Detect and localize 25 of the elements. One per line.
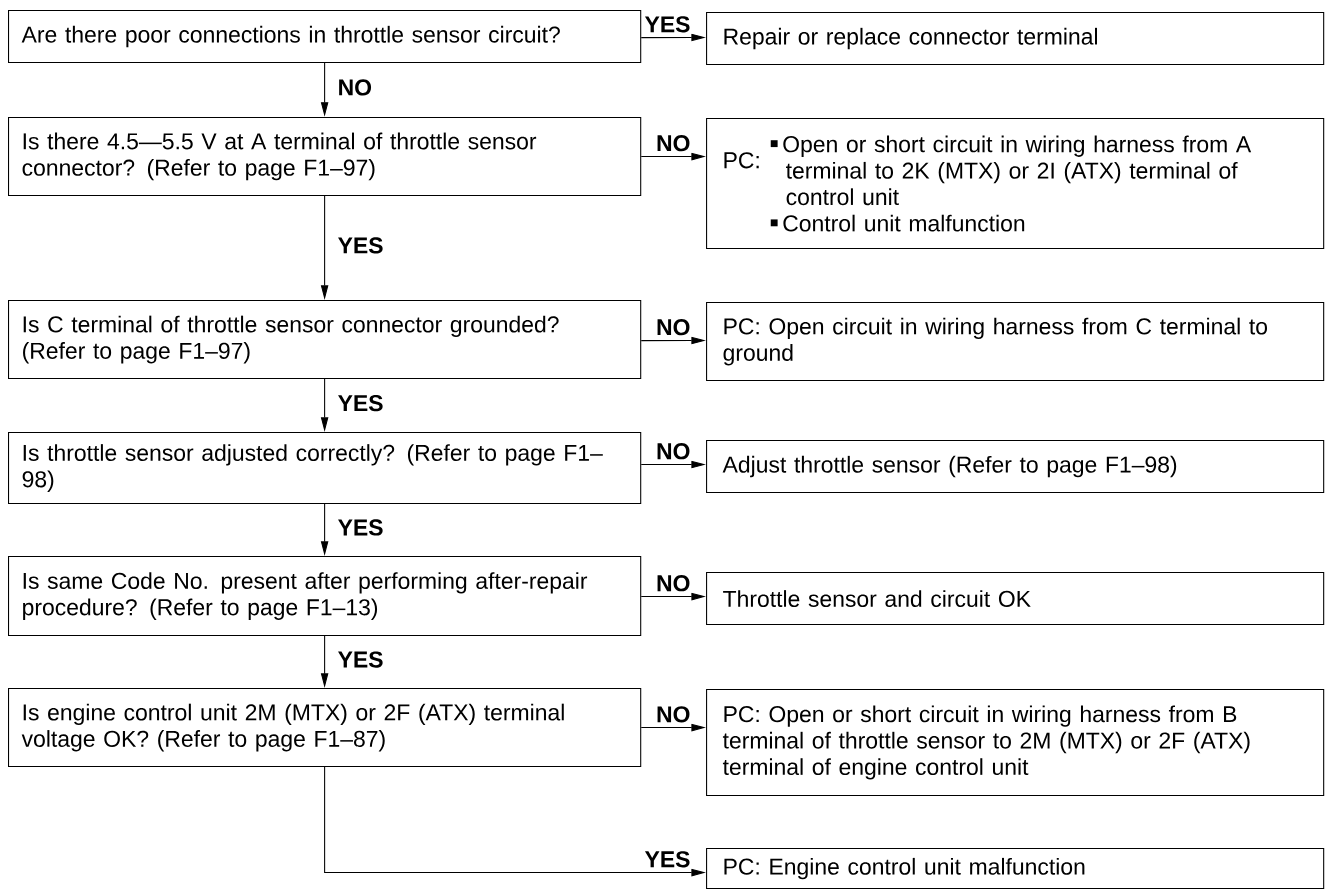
edge-label: YES [336, 650, 385, 669]
answer-box: Throttle sensor and circuit OK [706, 572, 1325, 626]
edge-label: YES [336, 393, 385, 413]
answer-box: Adjust throttle sensor (Refer to page F1–98) [706, 440, 1325, 494]
edge-label: NO [654, 704, 692, 724]
question-box: Is there 4.5—5.5 V at A terminal of throttle sensor connector? (Refer to page F1–97) [8, 116, 642, 196]
edge-label: NO [654, 133, 692, 153]
edge-label: NO [654, 441, 692, 461]
question-box: Is same Code No. present after performing after-repair procedure? (Refer to page F1–13) [8, 556, 642, 636]
edge-label: YES [336, 518, 385, 537]
answer-box: PC: Open circuit in wiring harness from C terminal to ground [706, 302, 1325, 382]
answer-box: PC: Engine control unit malfunction [706, 848, 1325, 890]
question-box: Are there poor connections in throttle sensor circuit? [8, 9, 642, 64]
edge-label: YES [336, 236, 385, 255]
edge-label: YES [643, 14, 692, 34]
answer-box: PC: Open or short circuit in wiring harness from B terminal of throttle sensor to 2M (MTX) or 2F (ATX) terminal of engine control unit [706, 688, 1325, 797]
edge-label: NO [654, 317, 692, 337]
question-box: Is C terminal of throttle sensor connector grounded? (Refer to page F1–97) [8, 300, 642, 380]
answer-box: PC: Open or short circuit in wiring harness from A terminal to 2K (MTX) or 2I (ATX) terminal of control unit Control unit malfunction [706, 118, 1325, 250]
question-box: Is engine control unit 2M (MTX) or 2F (ATX) terminal voltage OK? (Refer to page F1–87) [8, 688, 642, 768]
question-box: Is throttle sensor adjusted correctly? (Refer to page F1–98) [8, 432, 642, 504]
edge-label: NO [336, 78, 374, 97]
edge-label: YES [643, 849, 692, 869]
answer-box: Repair or replace connector terminal [706, 11, 1325, 66]
edge-label: NO [654, 573, 692, 593]
